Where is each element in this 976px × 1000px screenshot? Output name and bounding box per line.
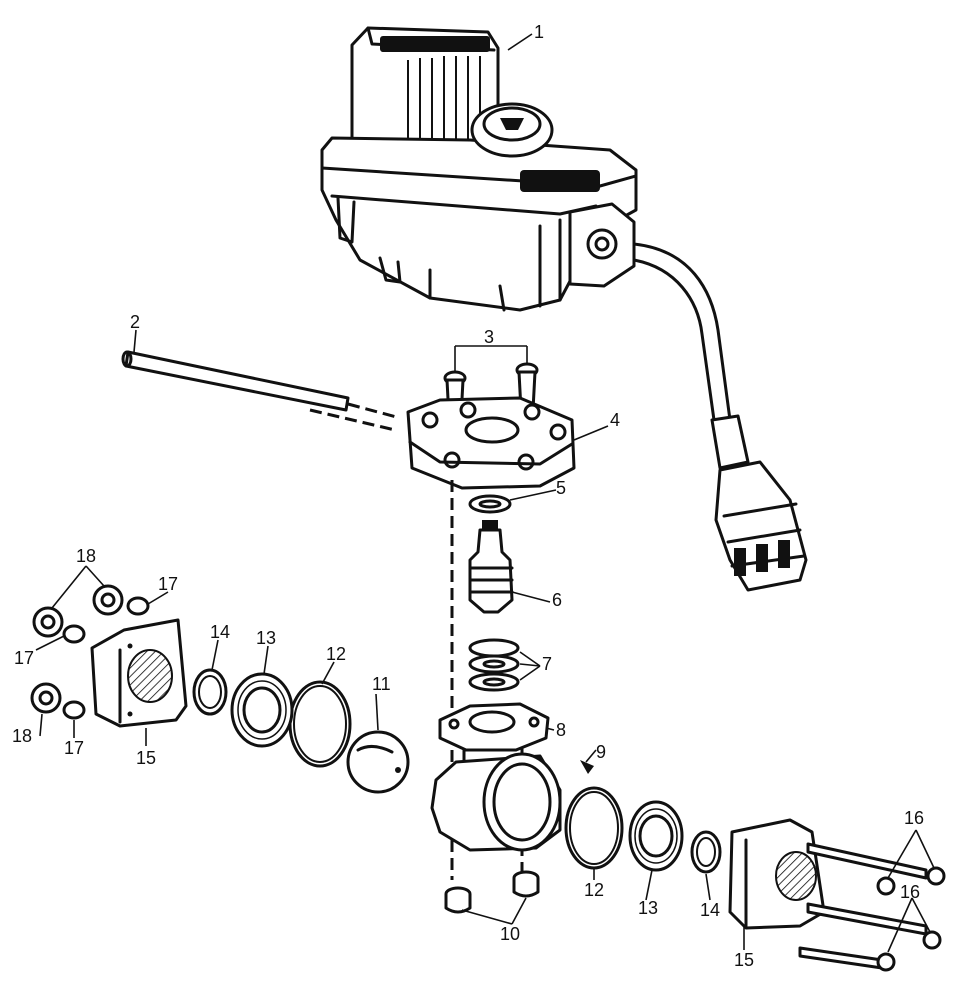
callout-14-left: 14 bbox=[210, 622, 230, 642]
callout-13-right: 13 bbox=[638, 898, 658, 918]
callout-13-left: 13 bbox=[256, 628, 276, 648]
callout-3: 3 bbox=[484, 327, 494, 347]
leader-lines bbox=[35, 33, 935, 953]
callout-1: 1 bbox=[534, 22, 544, 42]
o-ring-5-part bbox=[468, 494, 512, 514]
stem-part bbox=[468, 520, 514, 614]
callout-7: 7 bbox=[542, 654, 552, 674]
callout-17-top: 17 bbox=[158, 574, 178, 594]
bushing-parts bbox=[444, 870, 540, 914]
callout-9: 9 bbox=[596, 742, 606, 762]
actuator-part bbox=[320, 26, 808, 592]
callout-4: 4 bbox=[610, 410, 620, 430]
callout-15-left: 15 bbox=[136, 748, 156, 768]
callout-8: 8 bbox=[556, 720, 566, 740]
ball-part bbox=[346, 730, 410, 794]
callout-18-top: 18 bbox=[76, 546, 96, 566]
callout-labels: 1 2 3 4 5 6 7 8 9 10 11 12 12 13 13 14 1… bbox=[12, 22, 924, 970]
callout-2: 2 bbox=[130, 312, 140, 332]
callout-10: 10 bbox=[500, 924, 520, 944]
callout-15-right: 15 bbox=[734, 950, 754, 970]
callout-17-bottom: 17 bbox=[64, 738, 84, 758]
seal-stack-part bbox=[468, 638, 520, 692]
right-end-assembly bbox=[564, 786, 946, 972]
callout-12-left: 12 bbox=[326, 644, 346, 664]
callout-17-left: 17 bbox=[14, 648, 34, 668]
callout-16-bottom: 16 bbox=[900, 882, 920, 902]
callout-16-top: 16 bbox=[904, 808, 924, 828]
rod-part bbox=[121, 350, 401, 432]
left-end-assembly bbox=[30, 584, 352, 768]
callout-12-right: 12 bbox=[584, 880, 604, 900]
callout-14-right: 14 bbox=[700, 900, 720, 920]
mounting-plate-part bbox=[406, 396, 576, 490]
valve-body-part bbox=[430, 702, 594, 852]
callout-11: 11 bbox=[372, 674, 391, 694]
callout-5: 5 bbox=[556, 478, 566, 498]
callout-6: 6 bbox=[552, 590, 562, 610]
callout-18-bottom: 18 bbox=[12, 726, 32, 746]
